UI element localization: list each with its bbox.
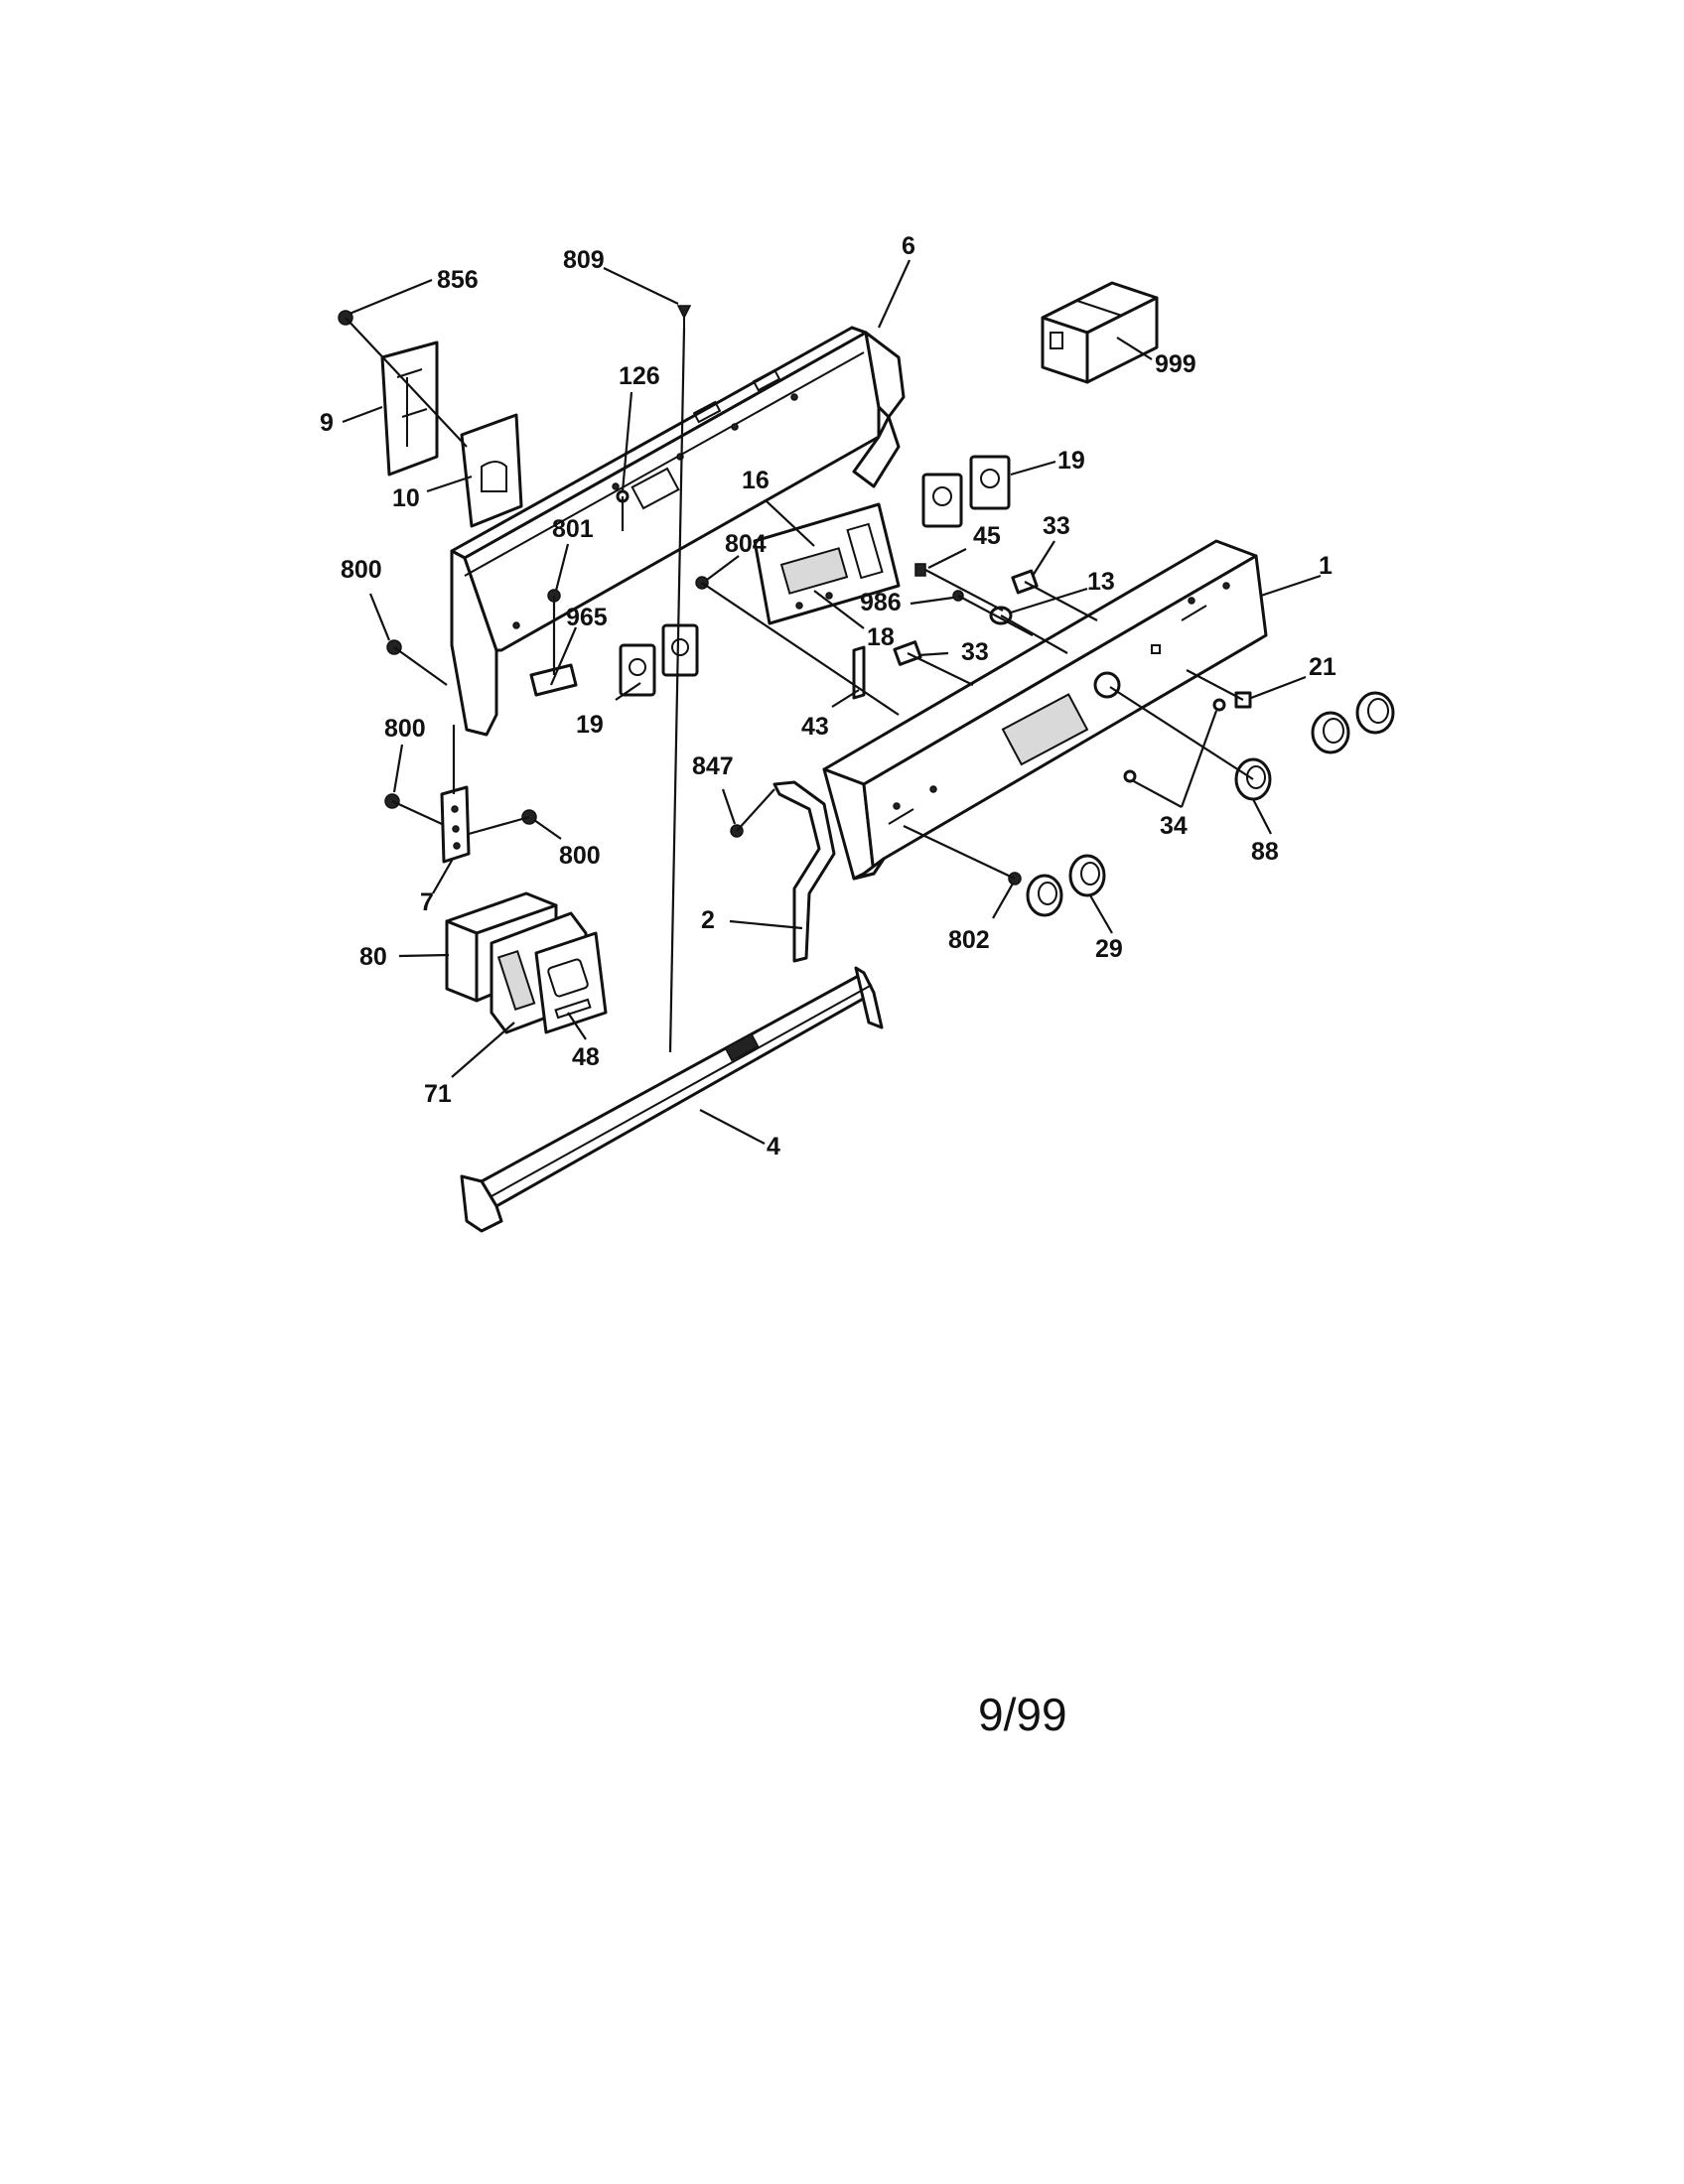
label-88: 88 (1251, 838, 1279, 866)
label-847: 847 (692, 752, 734, 780)
label-45: 45 (973, 522, 1001, 550)
label-2: 2 (701, 906, 715, 934)
switch-19-lower (619, 623, 699, 697)
label-809: 809 (563, 246, 605, 274)
label-804: 804 (725, 530, 767, 558)
screw-809 (676, 305, 692, 328)
label-16: 16 (742, 467, 770, 494)
label-80: 80 (359, 943, 387, 971)
bracket-7 (440, 785, 471, 864)
knobs-29 (1026, 854, 1106, 917)
label-21: 21 (1309, 653, 1336, 681)
label-802: 802 (948, 926, 990, 954)
label-34: 34 (1160, 812, 1188, 840)
label-33a: 33 (1043, 512, 1070, 540)
assembly-lines (345, 317, 1254, 1053)
leader-lines (342, 259, 1322, 1145)
switch-19-upper (921, 455, 1011, 528)
label-800c: 800 (559, 842, 601, 870)
label-965: 965 (566, 604, 608, 631)
trim-bracket-2 (772, 780, 836, 963)
label-33b: 33 (961, 638, 989, 666)
label-1: 1 (1319, 552, 1333, 580)
label-71: 71 (424, 1080, 452, 1108)
diagram-date: 9/99 (978, 1689, 1067, 1740)
control-board-16 (753, 502, 901, 625)
front-control-panel (822, 539, 1268, 881)
label-986: 986 (860, 589, 902, 616)
label-800b: 800 (384, 715, 426, 743)
label-10: 10 (392, 484, 420, 512)
label-6: 6 (902, 232, 915, 260)
label-48: 48 (572, 1043, 600, 1071)
label-19a: 19 (1057, 447, 1085, 475)
label-9: 9 (320, 409, 334, 437)
label-856: 856 (437, 266, 479, 294)
bottom-trim-4 (460, 966, 884, 1233)
label-801: 801 (552, 515, 594, 543)
backguard-panel (450, 326, 906, 737)
label-13: 13 (1087, 568, 1115, 596)
part-labels: 856 809 6 999 126 9 10 19 16 801 45 33 8… (320, 232, 1336, 1160)
label-999: 999 (1155, 350, 1196, 378)
label-7: 7 (420, 888, 434, 916)
label-19b: 19 (576, 711, 604, 739)
label-4: 4 (767, 1133, 780, 1160)
label-18: 18 (867, 623, 895, 651)
label-29: 29 (1095, 935, 1123, 963)
side-bracket-10 (460, 413, 523, 528)
label-800a: 800 (341, 556, 382, 584)
label-43: 43 (801, 713, 829, 741)
parts-box-999 (1041, 281, 1159, 384)
label-126: 126 (619, 362, 660, 390)
plate-48 (534, 931, 608, 1034)
knobs-upper-right (1311, 691, 1395, 754)
part-45 (914, 563, 926, 577)
side-bracket-9 (380, 341, 439, 477)
part-34 (1123, 698, 1226, 783)
